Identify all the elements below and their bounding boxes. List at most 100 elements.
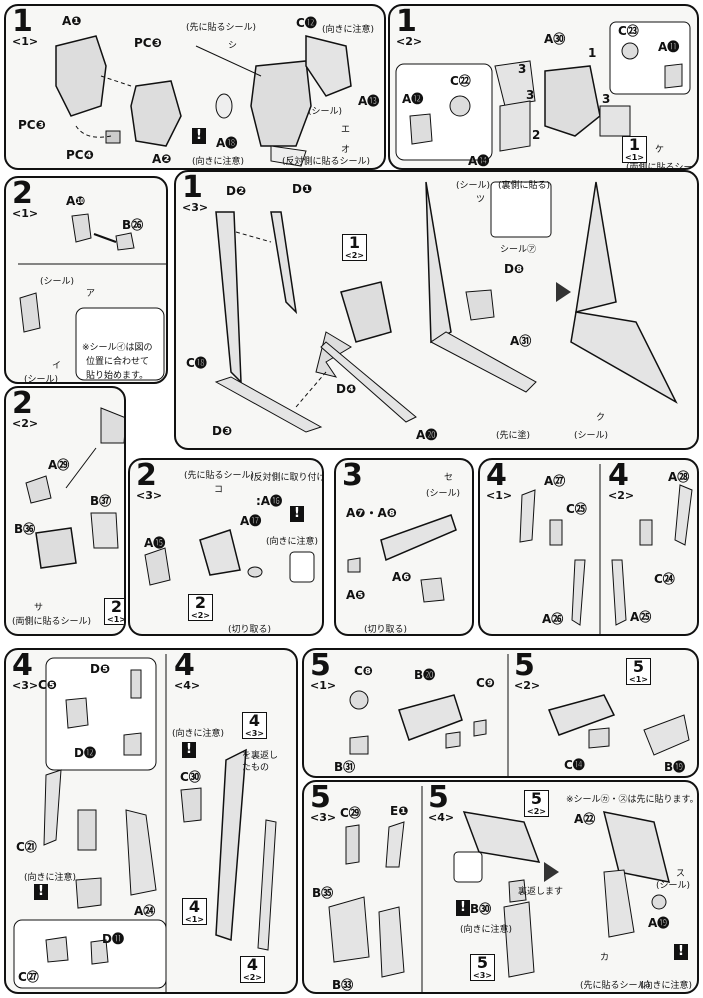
ref-sub: <1> [185,915,204,924]
step-main: 5 [514,648,535,683]
part-label: A㉘ [668,470,690,484]
part-label: A⓱ [240,514,262,528]
note-text: (シール) [656,881,691,891]
step-main: 5 [428,780,449,815]
part-label: A❺ [346,588,366,602]
part-drawing [395,21,691,161]
part-label: B㉝ [332,978,354,992]
part-label: A❷ [152,152,172,166]
part-label: A㉗ [544,474,566,488]
part-label: B㉖ [122,218,144,232]
step-sub: <3> [136,489,163,502]
ref-sub: <2> [345,251,364,260]
step-sub: <2> [608,489,635,502]
caution-icon: ! [456,900,470,916]
part-label: C⓬ [296,16,317,30]
reference-box: 1 <1> [622,136,647,163]
ref-sub: <2> [527,807,546,816]
ref-sub: <1> [107,615,126,624]
part-label: C㉑ [16,840,37,854]
reference-box: 4 <1> [182,898,207,925]
step-number: 5 <1> [310,648,337,692]
part-label: C㉗ [18,970,39,984]
assembly-arrow: 2 [532,128,541,142]
step-sub: <1> [486,489,513,502]
note-text: (向きに注意) [460,925,513,935]
part-label: B㊲ [90,494,112,508]
step-sub: <3> [12,679,39,692]
panel-step-4-1-2: 4 <1> 4 <2> A㉗ C㉕ A㉖ A㉘ C㉔ A㉕ [478,458,699,636]
step-number: 1 <3> [182,173,209,214]
panel-step-4-3-4: 4 <3> 4 <4> D❺ C❺ D⓬ C㉑ A㉔ D⓫ C㉗ (向きに注意)… [4,648,298,994]
step-sub: <1> [12,35,39,48]
part-label: A⓯ [144,536,166,550]
step-number: 3 [342,458,363,493]
step-number: 2 <1> [12,179,38,220]
ref-num: 5 [530,789,543,808]
sticker-label: ク [596,413,606,423]
assembly-arrow: 3 [526,88,535,102]
ref-num: 4 [248,711,261,730]
sticker-label: ス [676,869,686,879]
note-text: (シール) [426,489,461,499]
sticker-label: イ [52,361,62,371]
step-main: 4 [608,458,629,493]
part-label: B⓳ [664,760,686,774]
caution-icon: ! [192,128,206,144]
part-label: A⓬ [402,92,424,106]
sticker-label: サ [34,603,44,613]
part-drawing [328,786,671,992]
part-label: C❾ [476,676,495,690]
sticker-label: シ [228,41,238,51]
step-main: 4 [486,458,507,493]
part-drawing [13,654,277,992]
sticker-label: オ [341,145,351,155]
note-text: (先に貼るシール) [184,471,255,481]
ref-num: 4 [246,955,259,974]
part-label: A❿ [66,194,86,208]
ref-sub: <1> [629,675,648,684]
step-main: 1 [12,4,33,39]
part-label: B㊱ [14,522,36,536]
part-label: B㉛ [334,760,356,774]
step-number: 2 <3> [136,461,163,502]
part-label: A⓫ [658,40,680,54]
caution-icon: ! [34,884,48,900]
part-label: A⓲ [216,136,238,150]
note-text: (向きに注意) [266,537,319,547]
reference-box: 2 <1> [104,598,126,625]
note-text: (先に塗) [496,431,531,441]
step-sub: <3> [182,201,209,214]
assembly-arrow: 3 [602,92,611,106]
note-text: (シール) [574,431,609,441]
reference-box: 5 <1> [626,658,651,685]
note-text: (向きに注意) [172,729,225,739]
assembly-arrow: 1 [588,46,597,60]
part-drawing [214,181,678,433]
reference-box: 5 <2> [524,790,549,817]
note-text: (両側に貼るシール) [626,163,699,170]
note-text: (向きに注意) [322,25,375,35]
sticker-label: コ [214,485,224,495]
panel-step-3: 3 A❼・A❽ A❻ A❺ (シール) (切り取る) セ [334,458,474,636]
reference-box: 2 <2> [188,594,213,621]
panel-step-5-1-2: 5 <1> 5 <2> C❽ B⓴ C❾ B㉛ C⓮ B⓳ 5 <1> [302,648,699,778]
note-text: (向きに注意) [192,157,245,167]
reference-box: 1 <2> [342,234,367,261]
part-label: D❸ [212,424,233,438]
note-text: (切り取る) [364,625,408,635]
ref-sub: <1> [625,153,644,162]
part-label: C㉓ [618,24,639,38]
part-label: PC❸ [134,36,162,50]
note-text: (向きに注意) [24,873,77,883]
caution-icon: ! [290,506,304,522]
step-main: 5 [310,648,331,683]
step-main: 3 [342,458,363,493]
note-text: (反対側に取り付け) [250,473,324,483]
part-label: B⓴ [414,668,436,682]
part-label: A㉒ [574,812,596,826]
step-main: 1 [396,4,417,39]
note-text: (先に貼るシール) [580,981,651,991]
part-label: D❷ [226,184,247,198]
step-sub: <1> [310,679,337,692]
